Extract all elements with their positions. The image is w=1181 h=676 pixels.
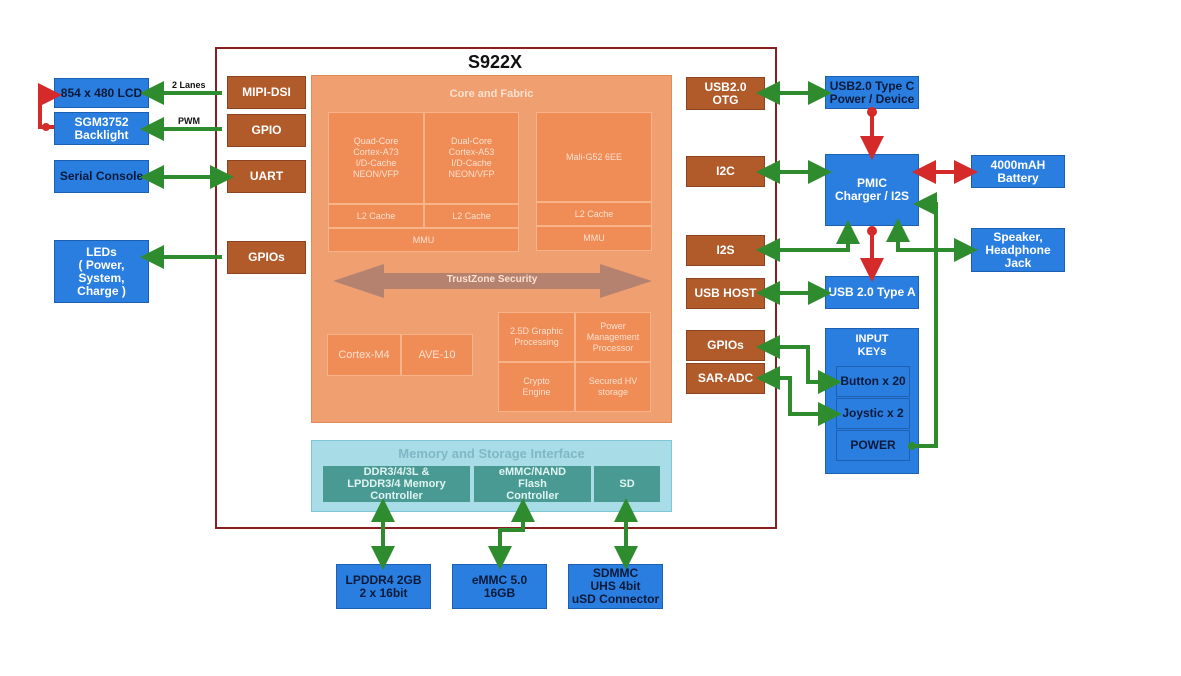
ext-backlight: SGM3752 Backlight bbox=[54, 112, 149, 145]
cpu-a73: Quad-Core Cortex-A73 I/D-Cache NEON/VFP bbox=[328, 112, 424, 204]
soc-title: S922X bbox=[467, 52, 523, 72]
cortex-m4: Cortex-M4 bbox=[327, 334, 401, 376]
input-keys-title: INPUT KEYs bbox=[855, 333, 889, 358]
port-i2c: I2C bbox=[686, 156, 765, 187]
ext-leds: LEDs ( Power, System, Charge ) bbox=[54, 240, 149, 303]
ddr-controller: DDR3/4/3L & LPDDR3/4 Memory Controller bbox=[323, 466, 470, 502]
core-fabric-title: Core and Fabric bbox=[449, 88, 534, 100]
l2-cache-b: L2 Cache bbox=[424, 204, 519, 228]
memory-interface-title: Memory and Storage Interface bbox=[398, 446, 585, 461]
port-usb-otg: USB2.0 OTG bbox=[686, 77, 765, 110]
l2-cache-c: L2 Cache bbox=[536, 202, 652, 226]
mmu-b: MMU bbox=[536, 226, 652, 251]
ext-button: Button x 20 bbox=[836, 366, 910, 397]
ave-10: AVE-10 bbox=[401, 334, 473, 376]
mmu-a: MMU bbox=[328, 228, 519, 252]
secured-storage: Secured HV storage bbox=[575, 362, 651, 412]
port-gpios-left: GPIOs bbox=[227, 241, 306, 274]
port-gpios-right: GPIOs bbox=[686, 330, 765, 361]
label-pwm: PWM bbox=[178, 116, 200, 126]
port-sar-adc: SAR-ADC bbox=[686, 363, 765, 394]
ext-emmc: eMMC 5.0 16GB bbox=[452, 564, 547, 609]
ext-battery: 4000mAH Battery bbox=[971, 155, 1065, 188]
port-usb-host: USB HOST bbox=[686, 278, 765, 309]
crypto-engine: Crypto Engine bbox=[498, 362, 575, 412]
gpu-mali: Mali-G52 6EE bbox=[536, 112, 652, 202]
ext-lcd: 854 x 480 LCD bbox=[54, 78, 149, 108]
port-i2s: I2S bbox=[686, 235, 765, 266]
ext-joystick: Joystic x 2 bbox=[836, 398, 910, 429]
port-gpio: GPIO bbox=[227, 114, 306, 147]
cpu-a53: Dual-Core Cortex-A53 I/D-Cache NEON/VFP bbox=[424, 112, 519, 204]
graphic-2-5d: 2.5D Graphic Processing bbox=[498, 312, 575, 362]
trustzone-label: TrustZone Security bbox=[446, 274, 538, 285]
sd-controller: SD bbox=[594, 466, 660, 502]
ext-lpddr4: LPDDR4 2GB 2 x 16bit bbox=[336, 564, 431, 609]
power-mgmt-processor: Power Management Processor bbox=[575, 312, 651, 362]
ext-serial-console: Serial Console bbox=[54, 160, 149, 193]
port-mipi-dsi: MIPI-DSI bbox=[227, 76, 306, 109]
l2-cache-a: L2 Cache bbox=[328, 204, 424, 228]
emmc-controller: eMMC/NAND Flash Controller bbox=[474, 466, 591, 502]
ext-speaker: Speaker, Headphone Jack bbox=[971, 228, 1065, 272]
ext-usb-type-c: USB2.0 Type C Power / Device bbox=[825, 76, 919, 109]
ext-power: POWER bbox=[836, 430, 910, 461]
label-2-lanes: 2 Lanes bbox=[172, 80, 206, 90]
port-uart: UART bbox=[227, 160, 306, 193]
